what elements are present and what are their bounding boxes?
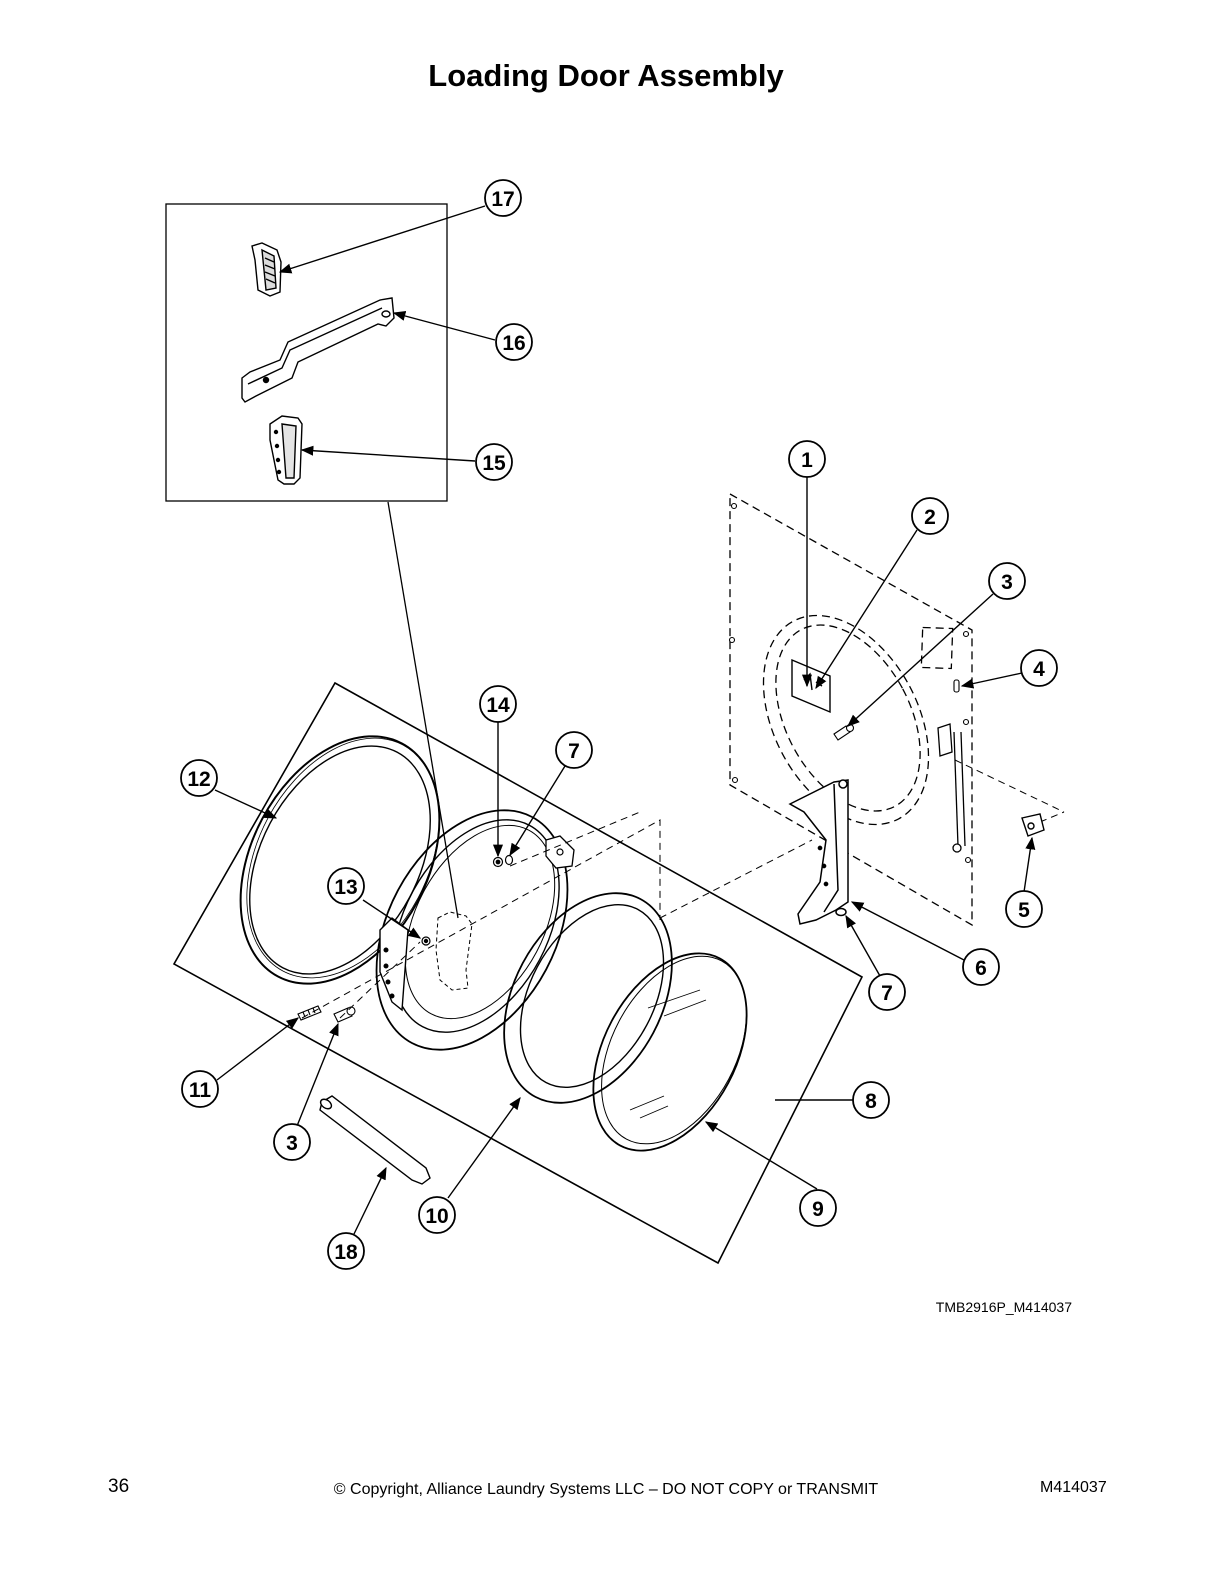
callout-6: 6 — [962, 948, 1000, 986]
door-gasket-part — [239, 735, 441, 985]
door-assembly-outline — [172, 681, 864, 1265]
document-number: M414037 — [1040, 1479, 1107, 1496]
small-pin-part — [953, 679, 960, 693]
dashed-construction-lines — [301, 759, 1065, 1019]
svg-text:14: 14 — [486, 694, 510, 717]
front-panel-part — [729, 492, 973, 927]
callout-5: 5 — [1005, 890, 1043, 928]
callout-10: 10 — [418, 1196, 456, 1234]
callout-3-panel: 3 — [988, 562, 1026, 600]
hinge-pin-part — [319, 1095, 431, 1185]
callout-8: 8 — [852, 1081, 890, 1119]
inset-box — [165, 203, 448, 502]
callout-7-hinge: 7 — [868, 973, 906, 1011]
svg-text:12: 12 — [187, 768, 210, 791]
svg-text:6: 6 — [975, 957, 987, 980]
page-number: 36 — [108, 1476, 130, 1497]
svg-text:10: 10 — [425, 1205, 448, 1228]
callout-12: 12 — [180, 759, 218, 797]
callout-balloons: 17 16 15 1 2 3 4 14 7 12 13 5 6 7 11 3 8… — [180, 179, 1058, 1270]
panel-hinge-bracket — [937, 723, 966, 853]
page-title: Loading Door Assembly — [428, 58, 784, 93]
svg-text:18: 18 — [334, 1241, 358, 1264]
svg-text:1: 1 — [801, 449, 813, 472]
callout-2: 2 — [911, 497, 949, 535]
svg-text:4: 4 — [1033, 658, 1045, 681]
callout-9: 9 — [799, 1189, 837, 1227]
hinge-screws — [297, 1005, 356, 1023]
callout-13: 13 — [327, 867, 365, 905]
svg-text:16: 16 — [502, 332, 525, 355]
figure-id: TMB2916P_M414037 — [936, 1299, 1072, 1315]
glass-retainer-ring-part — [503, 892, 673, 1104]
handle-bracket-part — [241, 297, 395, 403]
hinge-part — [788, 779, 849, 925]
door-glass-part — [592, 952, 748, 1152]
svg-text:8: 8 — [865, 1090, 877, 1113]
svg-text:15: 15 — [482, 452, 506, 475]
frame-hardware — [421, 854, 514, 946]
svg-text:3: 3 — [1001, 571, 1013, 594]
callout-1: 1 — [788, 440, 826, 478]
latch-plate-part — [791, 658, 831, 714]
callout-15: 15 — [475, 443, 513, 481]
svg-text:9: 9 — [812, 1198, 824, 1221]
callout-16: 16 — [495, 323, 533, 361]
callout-11: 11 — [181, 1070, 219, 1108]
svg-text:7: 7 — [881, 982, 893, 1005]
callout-7-frame: 7 — [555, 731, 593, 769]
svg-text:13: 13 — [334, 876, 357, 899]
inset-leader-line — [387, 501, 459, 919]
handle-cover-part — [269, 415, 303, 485]
panel-screw — [833, 723, 855, 741]
callout-14: 14 — [479, 685, 517, 723]
svg-text:17: 17 — [491, 188, 514, 211]
svg-text:11: 11 — [189, 1079, 212, 1102]
callout-18: 18 — [327, 1232, 365, 1270]
svg-text:5: 5 — [1018, 899, 1030, 922]
door-switch-part — [1021, 813, 1045, 837]
leader-arrows — [214, 205, 1036, 1235]
svg-text:7: 7 — [568, 740, 580, 763]
svg-text:2: 2 — [924, 506, 936, 529]
door-frame-part — [375, 809, 575, 1051]
callout-4: 4 — [1020, 649, 1058, 687]
copyright-notice: © Copyright, Alliance Laundry Systems LL… — [333, 1481, 879, 1498]
callout-3-hinge: 3 — [273, 1123, 311, 1161]
front-panel-holes — [728, 502, 972, 864]
callout-17: 17 — [484, 179, 522, 217]
svg-text:3: 3 — [286, 1132, 298, 1155]
handle-insert-part — [251, 242, 282, 297]
